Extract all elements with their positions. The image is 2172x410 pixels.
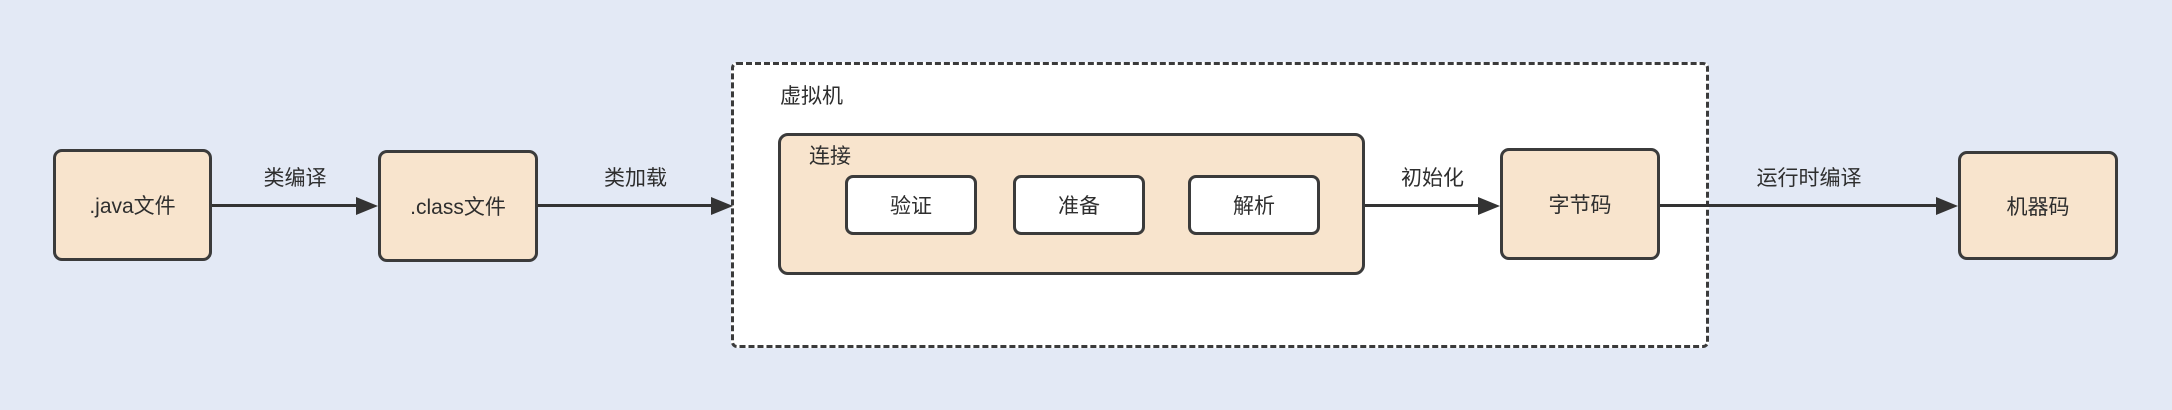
arrowhead-icon bbox=[1478, 196, 1500, 215]
node-resolve-label: 解析 bbox=[1233, 195, 1275, 218]
node-machine-code-label: 机器码 bbox=[2006, 195, 2070, 219]
node-java-file: .java文件 bbox=[53, 149, 212, 261]
node-bytecode: 字节码 bbox=[1500, 148, 1660, 260]
node-resolve: 解析 bbox=[1188, 175, 1320, 235]
node-class-file: .class文件 bbox=[378, 150, 538, 262]
arrowhead-icon bbox=[711, 196, 733, 215]
arrow-runtime-compile-label: 运行时编译 bbox=[1756, 167, 1862, 190]
arrow-initialize-label: 初始化 bbox=[1401, 167, 1464, 190]
arrowhead-icon bbox=[356, 196, 378, 215]
arrow-class-compile-label: 类编译 bbox=[263, 167, 327, 190]
vm-label: 虚拟机 bbox=[780, 85, 843, 108]
arrow-line bbox=[1660, 204, 1940, 207]
arrow-line bbox=[538, 204, 715, 207]
node-prepare: 准备 bbox=[1013, 175, 1145, 235]
node-machine-code: 机器码 bbox=[1958, 151, 2118, 260]
node-bytecode-label: 字节码 bbox=[1548, 194, 1612, 217]
node-class-file-label: .class文件 bbox=[410, 196, 506, 219]
node-java-file-label: .java文件 bbox=[89, 195, 176, 218]
node-verify-label: 验证 bbox=[890, 195, 932, 218]
arrow-line bbox=[212, 204, 360, 207]
arrow-line bbox=[1365, 204, 1482, 207]
linking-label: 连接 bbox=[809, 145, 851, 168]
arrowhead-icon bbox=[1936, 196, 1958, 215]
arrow-class-load-label: 类加载 bbox=[604, 167, 667, 190]
node-prepare-label: 准备 bbox=[1058, 195, 1100, 218]
node-verify: 验证 bbox=[845, 175, 977, 235]
